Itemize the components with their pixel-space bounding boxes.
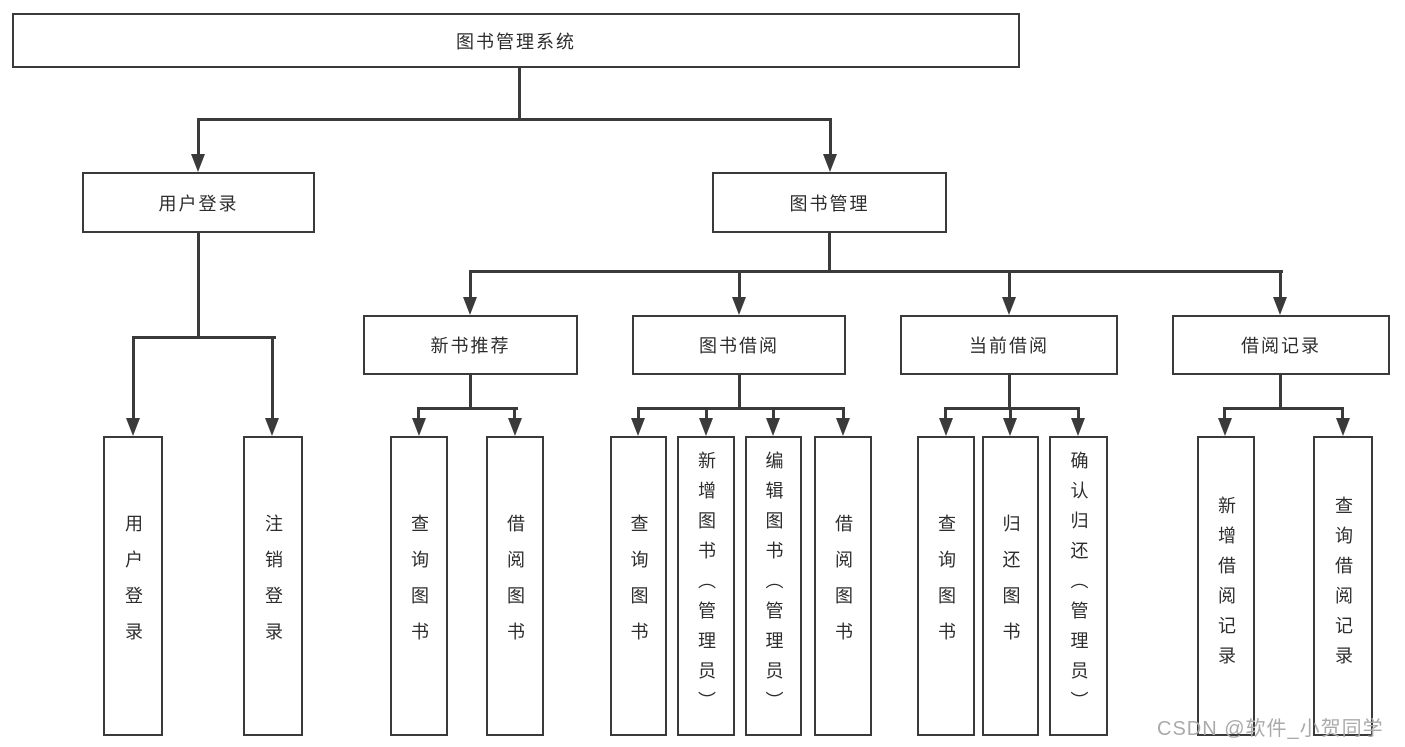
connector-group3-split bbox=[945, 407, 1080, 410]
connector-to-book-borrow bbox=[738, 270, 741, 299]
node-book-borrow: 图书借阅 bbox=[632, 315, 846, 375]
arrowhead-icon bbox=[766, 418, 780, 436]
leaf-logout: 注销登录 bbox=[243, 436, 303, 736]
connector-leaf bbox=[513, 407, 516, 420]
arrowhead-icon bbox=[508, 418, 522, 436]
node-borrow-records: 借阅记录 bbox=[1172, 315, 1390, 375]
leaf-query-books-2: 查询图书 bbox=[610, 436, 667, 736]
node-book-mgmt-branch: 图书管理 bbox=[712, 172, 947, 233]
connector-leaf bbox=[705, 407, 708, 420]
csdn-watermark: CSDN @软件_小贺同学 bbox=[1157, 718, 1384, 740]
connector-group2-split bbox=[637, 407, 845, 410]
connector-leaf bbox=[637, 407, 640, 420]
connector-to-current-borrow bbox=[1008, 270, 1011, 299]
connector-leaf bbox=[1009, 407, 1012, 420]
connector-root-split bbox=[197, 118, 832, 121]
leaf-add-borrow-record: 新增借阅记录 bbox=[1197, 436, 1255, 736]
arrowhead-icon bbox=[1071, 418, 1085, 436]
leaf-query-books-1: 查询图书 bbox=[390, 436, 448, 736]
connector-user-login-split bbox=[132, 336, 276, 339]
connector-group4-split bbox=[1223, 407, 1344, 410]
arrowhead-icon bbox=[1218, 418, 1232, 436]
leaf-query-borrow-record: 查询借阅记录 bbox=[1313, 436, 1373, 736]
arrowhead-icon bbox=[836, 418, 850, 436]
connector-to-user-login bbox=[197, 118, 200, 156]
connector-leaf bbox=[1341, 407, 1344, 420]
connector-group2-stub bbox=[738, 375, 741, 410]
arrowhead-icon bbox=[699, 418, 713, 436]
connector-leaf bbox=[417, 407, 420, 420]
connector-root-stub bbox=[518, 68, 521, 120]
arrowhead-icon bbox=[265, 418, 279, 436]
arrowhead-icon bbox=[939, 418, 953, 436]
arrowhead-icon bbox=[1336, 418, 1350, 436]
connector-group1-split bbox=[418, 407, 518, 410]
leaf-borrow-books-1: 借阅图书 bbox=[486, 436, 544, 736]
arrowhead-icon bbox=[1002, 297, 1016, 315]
connector-leaf bbox=[1077, 407, 1080, 420]
connector-to-logout-leaf bbox=[271, 336, 274, 419]
connector-book-mgmt-split bbox=[469, 270, 1283, 273]
arrowhead-icon bbox=[1273, 297, 1287, 315]
arrowhead-icon bbox=[126, 418, 140, 436]
leaf-query-books-3: 查询图书 bbox=[917, 436, 975, 736]
leaf-borrow-books-2: 借阅图书 bbox=[814, 436, 872, 736]
node-user-login-branch: 用户登录 bbox=[82, 172, 315, 233]
leaf-confirm-return-admin: 确认归还（管理员） bbox=[1049, 436, 1108, 736]
connector-to-borrow-records bbox=[1279, 270, 1282, 299]
connector-leaf bbox=[1223, 407, 1226, 420]
node-current-borrow: 当前借阅 bbox=[900, 315, 1118, 375]
arrowhead-icon bbox=[191, 154, 205, 172]
node-new-book-rec: 新书推荐 bbox=[363, 315, 578, 375]
connector-group4-stub bbox=[1279, 375, 1282, 410]
leaf-return-books: 归还图书 bbox=[982, 436, 1039, 736]
connector-to-login-leaf bbox=[132, 336, 135, 419]
connector-leaf bbox=[842, 407, 845, 420]
connector-leaf bbox=[944, 407, 947, 420]
leaf-add-book-admin: 新增图书（管理员） bbox=[677, 436, 735, 736]
connector-book-mgmt-stub bbox=[828, 233, 831, 272]
connector-user-login-stub bbox=[197, 233, 200, 339]
arrowhead-icon bbox=[1003, 418, 1017, 436]
arrowhead-icon bbox=[631, 418, 645, 436]
connector-leaf bbox=[772, 407, 775, 420]
arrowhead-icon bbox=[463, 297, 477, 315]
leaf-edit-book-admin: 编辑图书（管理员） bbox=[745, 436, 802, 736]
connector-group3-stub bbox=[1008, 375, 1011, 410]
arrowhead-icon bbox=[823, 154, 837, 172]
arrowhead-icon bbox=[732, 297, 746, 315]
connector-group1-stub bbox=[469, 375, 472, 410]
leaf-user-login: 用户登录 bbox=[103, 436, 163, 736]
connector-to-new-book-rec bbox=[469, 270, 472, 299]
arrowhead-icon bbox=[412, 418, 426, 436]
node-root: 图书管理系统 bbox=[12, 13, 1020, 68]
connector-to-book-mgmt bbox=[829, 118, 832, 156]
